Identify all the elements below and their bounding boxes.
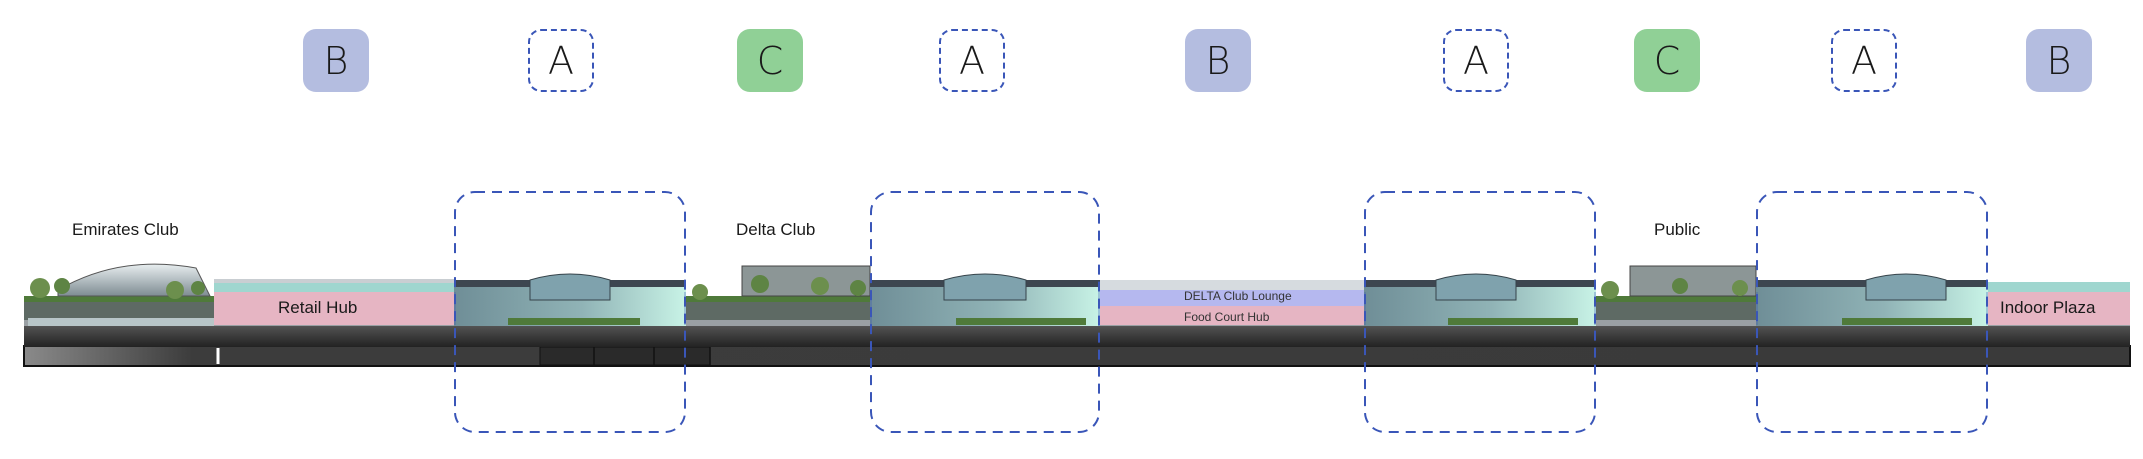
zone-badge-1: B <box>303 29 369 92</box>
zone-badge-7: C <box>1634 29 1700 92</box>
label-emirates-club: Emirates Club <box>72 220 179 239</box>
zone-badge-3: C <box>737 29 803 92</box>
zone-badge-6: A <box>1443 29 1509 92</box>
delta-club-block <box>686 265 871 320</box>
emirates-club-block <box>24 263 214 326</box>
retail-hub-zone <box>214 290 454 325</box>
indoor-plaza-zone <box>1988 292 2130 325</box>
zone-badge-8-letter: A <box>1851 38 1877 83</box>
concourse-modules <box>454 273 1988 326</box>
zone-badge-7-letter: C <box>1653 38 1681 83</box>
zone-badge-6-letter: A <box>1463 38 1489 83</box>
zone-badge-8: A <box>1831 29 1897 92</box>
label-indoor-plaza: Indoor Plaza <box>2000 298 2096 317</box>
label-retail-hub: Retail Hub <box>278 298 358 317</box>
zone-badge-9-letter: B <box>2046 38 2072 83</box>
label-delta-club-lounge: DELTA Club Lounge <box>1184 289 1292 303</box>
food-court-zone <box>1100 306 1364 325</box>
label-delta-club: Delta Club <box>736 220 816 239</box>
zone-badge-9: B <box>2026 29 2092 92</box>
delta-lounge-zone <box>1100 290 1364 306</box>
label-public: Public <box>1654 220 1701 239</box>
base-strip <box>23 345 2131 367</box>
zone-badge-2: A <box>528 29 594 92</box>
zone-badge-4-letter: A <box>959 38 985 83</box>
public-block <box>1596 265 1757 320</box>
zone-badge-5-letter: B <box>1205 38 1231 83</box>
zone-badge-4: A <box>939 29 1005 92</box>
zone-badge-3-letter: C <box>756 38 784 83</box>
zone-badge-2-letter: A <box>548 38 574 83</box>
ground-slab <box>24 325 2130 347</box>
zone-badge-5: B <box>1185 29 1251 92</box>
zone-badge-1-letter: B <box>323 38 349 83</box>
label-food-court-hub: Food Court Hub <box>1184 310 1270 324</box>
